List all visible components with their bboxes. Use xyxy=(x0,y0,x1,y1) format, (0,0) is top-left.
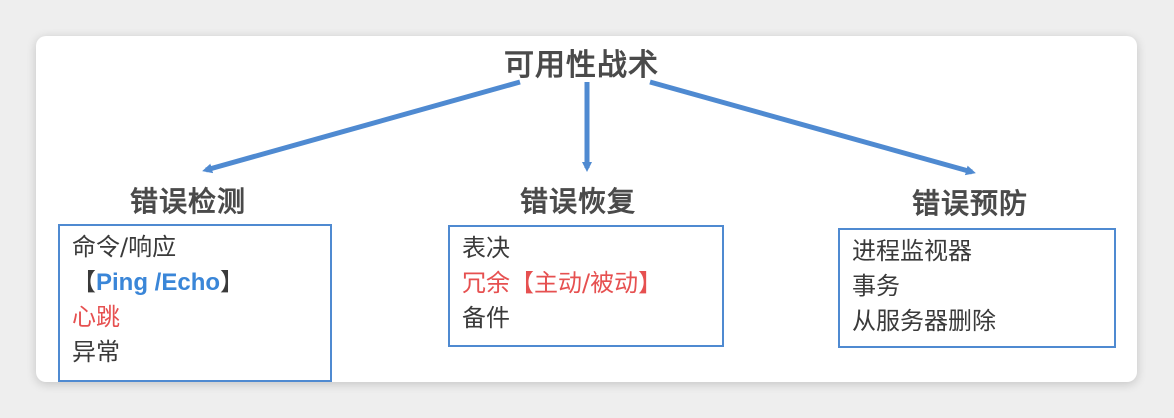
box-recovery: 表决 冗余【主动/被动】 备件 xyxy=(448,225,724,347)
item-spare: 备件 xyxy=(462,304,510,332)
branch-title-recovery: 错误恢复 xyxy=(520,185,637,218)
box-prevention: 进程监视器 事务 从服务器删除 xyxy=(838,228,1116,348)
item-heartbeat: 心跳 xyxy=(72,303,120,331)
branch-title-prevention: 错误预防 xyxy=(912,187,1029,220)
redundancy-text: 冗余 xyxy=(462,269,510,297)
active-passive-text: 【主动/被动】 xyxy=(510,269,663,297)
item-remove-from-service: 从服务器删除 xyxy=(852,307,996,335)
root-title: 可用性战术 xyxy=(504,48,659,83)
bracket-open: 【 xyxy=(72,268,96,296)
bracket-close: 】 xyxy=(220,268,245,296)
item-transaction: 事务 xyxy=(852,272,900,300)
item-exception: 异常 xyxy=(72,338,120,366)
item-command-response: 命令/响应 xyxy=(72,233,177,261)
item-ping-echo: 【Ping /Echo】 xyxy=(72,265,318,300)
item-process-monitor: 进程监视器 xyxy=(852,237,972,265)
item-redundancy: 冗余【主动/被动】 xyxy=(462,266,710,301)
ping-echo-text: Ping /Echo xyxy=(96,269,221,296)
item-voting: 表决 xyxy=(462,234,510,262)
box-detection: 命令/响应 【Ping /Echo】 心跳 异常 xyxy=(58,224,332,382)
branch-title-detection: 错误检测 xyxy=(130,185,247,218)
